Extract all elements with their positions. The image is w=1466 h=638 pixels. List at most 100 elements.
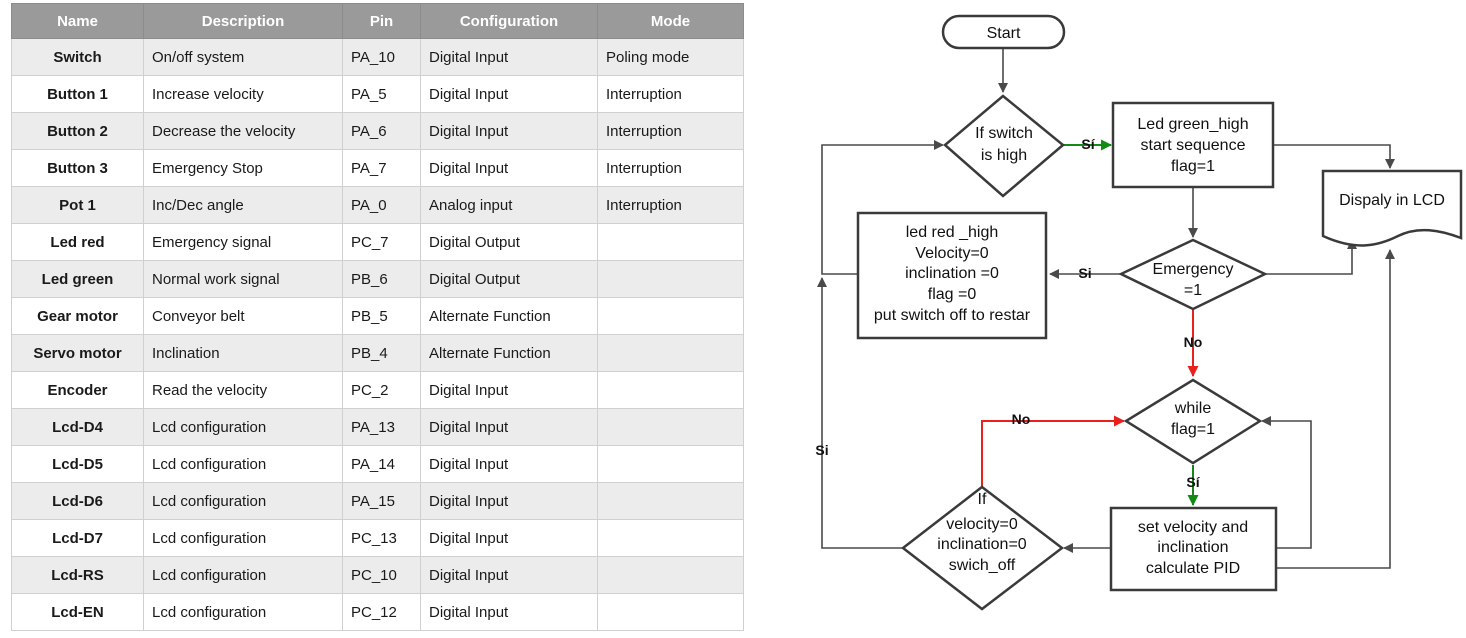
arrow-set-velocity-to-display [1276,249,1395,569]
cell-description: Emergency Stop [143,149,343,187]
cell-mode [597,260,744,298]
cell-description: Lcd configuration [143,556,343,594]
cell-mode [597,223,744,261]
led-red-line-4: flag =0 [928,286,977,303]
cell-pin: PB_6 [342,260,421,298]
cell-mode [597,482,744,520]
display-label: Dispaly in LCD [1339,192,1445,209]
cell-configuration: Alternate Function [420,297,598,335]
cell-name: Button 1 [11,75,144,113]
label-si-emergency: Si [1078,265,1091,281]
set-velocity-line-2: inclination [1157,539,1228,556]
cell-description: Lcd configuration [143,519,343,557]
arrow-if-velocity-yes [817,277,902,549]
cell-pin: PC_10 [342,556,421,594]
cell-mode [597,334,744,372]
cell-pin: PB_5 [342,297,421,335]
cell-description: Lcd configuration [143,445,343,483]
cell-pin: PA_10 [342,38,421,76]
cell-name: Led green [11,260,144,298]
cell-description: Normal work signal [143,260,343,298]
cell-name: Pot 1 [11,186,144,224]
cell-configuration: Digital Input [420,519,598,557]
cell-name: Lcd-D6 [11,482,144,520]
cell-mode [597,408,744,446]
start-label: Start [987,25,1021,42]
cell-pin: PC_7 [342,223,421,261]
cell-mode: Interruption [597,75,744,113]
arrow-led-red-to-if-switch [821,140,944,275]
arrow-if-velocity-no [981,415,1125,487]
cell-name: Led red [11,223,144,261]
cell-configuration: Digital Input [420,445,598,483]
cell-configuration: Digital Output [420,260,598,298]
cell-name: Encoder [11,371,144,409]
header-mode: Mode [597,3,744,39]
cell-mode [597,297,744,335]
cell-name: Lcd-EN [11,593,144,631]
cell-configuration: Digital Input [420,149,598,187]
led-green-line-1: Led green_high [1137,116,1248,133]
set-velocity-line-3: calculate PID [1146,560,1240,577]
led-green-process: Led green_high start sequence flag=1 [1111,101,1275,189]
emergency-decision: Emergency =1 [1118,238,1268,311]
led-red-line-2: Velocity=0 [915,245,988,262]
cell-description: Lcd configuration [143,593,343,631]
arrow-led-green-to-display [1273,144,1395,169]
cell-mode [597,519,744,557]
led-red-line-5: put switch off to restar [874,307,1031,324]
display-document: Dispaly in LCD [1321,169,1463,247]
cell-description: Inc/Dec angle [143,186,343,224]
cell-configuration: Digital Input [420,556,598,594]
cell-mode [597,371,744,409]
cell-name: Lcd-RS [11,556,144,594]
cell-configuration: Digital Input [420,593,598,631]
if-switch-line-1: If switch [975,125,1033,142]
cell-description: Increase velocity [143,75,343,113]
if-velocity-decision: If velocity=0 inclination=0 swich_off [900,485,1065,611]
start-node: Start [941,14,1066,50]
if-switch-line-2: is high [981,147,1027,164]
label-si-while: Sí [1186,474,1200,490]
header-name: Name [11,3,144,39]
cell-mode: Interruption [597,112,744,150]
cell-configuration: Digital Input [420,112,598,150]
cell-name: Button 3 [11,149,144,187]
cell-description: Emergency signal [143,223,343,261]
cell-pin: PC_2 [342,371,421,409]
cell-description: Inclination [143,334,343,372]
cell-name: Servo motor [11,334,144,372]
connectors [817,48,1395,569]
set-velocity-line-1: set velocity and [1138,519,1248,536]
emergency-line-2: =1 [1184,282,1202,299]
cell-configuration: Analog input [420,186,598,224]
while-line-2: flag=1 [1171,421,1215,438]
if-velocity-line-1: If [978,491,987,508]
label-si-switch: Sí [1081,136,1095,152]
cell-mode: Interruption [597,149,744,187]
led-red-line-1: led red _high [906,224,999,241]
cell-configuration: Digital Input [420,482,598,520]
cell-name: Switch [11,38,144,76]
led-green-line-3: flag=1 [1171,158,1215,175]
if-velocity-line-3: inclination=0 [937,536,1027,553]
while-line-1: while [1174,400,1212,417]
cell-pin: PA_7 [342,149,421,187]
cell-pin: PC_12 [342,593,421,631]
